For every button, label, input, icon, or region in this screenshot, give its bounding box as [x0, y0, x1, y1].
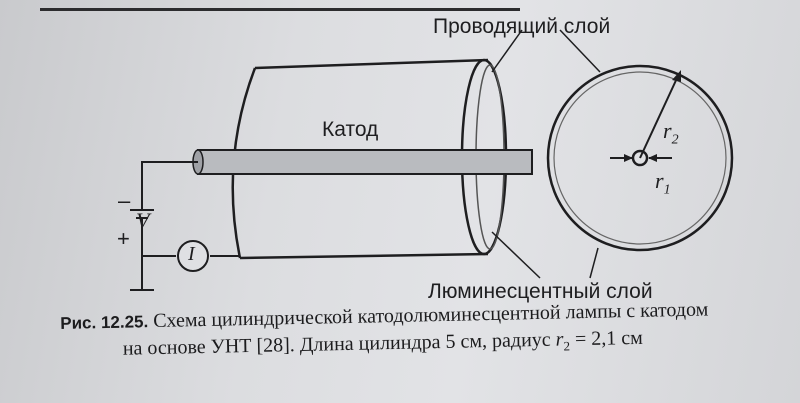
- ammeter-icon: [177, 240, 209, 272]
- conducting-layer-label: Проводящий слой: [433, 15, 611, 38]
- radius-arrows: [610, 70, 681, 162]
- current-label: I: [188, 243, 195, 265]
- minus-sign: –: [118, 188, 131, 213]
- r1-label: r1: [655, 168, 671, 198]
- r2-label: r2: [663, 118, 679, 148]
- circuit-wires: [130, 161, 240, 291]
- leader-lines: [491, 29, 601, 279]
- cathode-rod: [192, 149, 533, 175]
- figure-number: Рис. 12.25.: [60, 312, 149, 333]
- page-top-rule: [40, 8, 520, 11]
- cathode-label: Катод: [322, 118, 379, 141]
- voltage-label: V: [136, 208, 150, 233]
- luminescent-layer-label: Люминесцентный слой: [428, 280, 653, 303]
- cathodoluminescent-lamp-diagram: [130, 29, 734, 291]
- plus-sign: +: [117, 226, 130, 251]
